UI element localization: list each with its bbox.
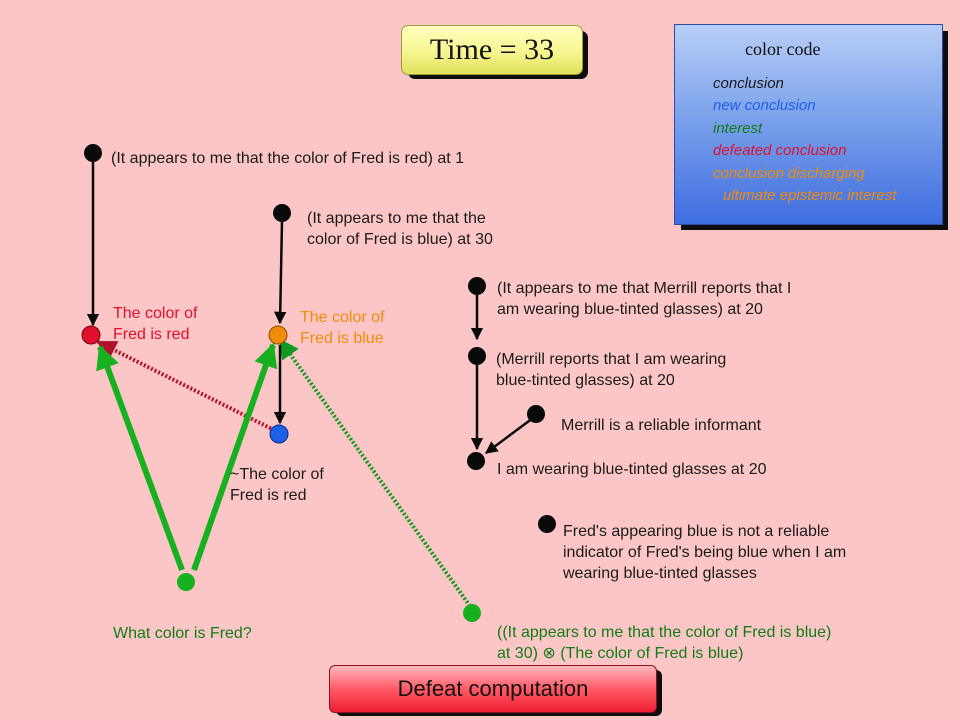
node-appears-blue — [273, 204, 291, 222]
color-code-legend: color code conclusion new conclusion int… — [674, 24, 943, 225]
interest-link-blue — [191, 342, 278, 571]
label-merrill-appears: (It appears to me that Merrill reports t… — [497, 280, 792, 318]
node-undercutter — [463, 604, 481, 622]
node-wearing-glasses — [467, 452, 485, 470]
time-display: Time = 33 — [401, 25, 583, 75]
node-color-red — [81, 325, 101, 345]
label-appears-red: (It appears to me that the color of Fred… — [111, 150, 465, 167]
edge-appears-blue-to-blue — [273, 220, 287, 325]
legend-item-new-conclusion: new conclusion — [713, 97, 816, 114]
label-wearing-glasses: I am wearing blue-tinted glasses at 20 — [497, 461, 767, 478]
label-not-red: ~The color of Fred is red — [230, 466, 324, 504]
node-merrill-reliable — [527, 405, 545, 423]
time-label: Time = 33 — [429, 33, 555, 66]
label-merrill-reliable: Merrill is a reliable informant — [561, 417, 762, 434]
node-merrill-reports — [468, 347, 486, 365]
node-what-color — [177, 573, 195, 591]
legend-item-ultimate-epistemic-interest: ultimate epistemic interest — [723, 187, 897, 204]
legend-item-conclusion-discharging: conclusion discharging — [713, 165, 865, 182]
label-appears-blue: (It appears to me that the color of Fred… — [307, 210, 493, 248]
node-merrill-appears — [468, 277, 486, 295]
label-color-blue: The color of Fred is blue — [300, 309, 385, 347]
legend-item-conclusion: conclusion — [713, 75, 784, 92]
legend-item-defeated-conclusion: defeated conclusion — [713, 142, 847, 159]
label-not-reliable: Fred's appearing blue is not a reliable … — [563, 523, 847, 582]
interest-link-red — [96, 344, 185, 572]
defeat-link-undercutter — [278, 338, 472, 608]
label-what-color: What color is Fred? — [113, 625, 252, 642]
color-code-title: color code — [745, 39, 821, 59]
defeat-computation-button[interactable]: Defeat computation — [329, 665, 657, 713]
edge-reliable-to-wearing — [484, 416, 534, 455]
node-not-reliable — [538, 515, 556, 533]
node-not-red — [269, 424, 289, 444]
defeat-computation-label: Defeat computation — [397, 676, 589, 701]
node-appears-red — [84, 144, 102, 162]
label-merrill-reports: (Merrill reports that I am wearing blue-… — [496, 351, 727, 389]
legend-item-interest: interest — [713, 120, 763, 137]
node-color-blue — [268, 325, 288, 345]
label-undercutter: ((It appears to me that the color of Fre… — [497, 624, 832, 662]
label-color-red: The color of Fred is red — [113, 305, 198, 343]
